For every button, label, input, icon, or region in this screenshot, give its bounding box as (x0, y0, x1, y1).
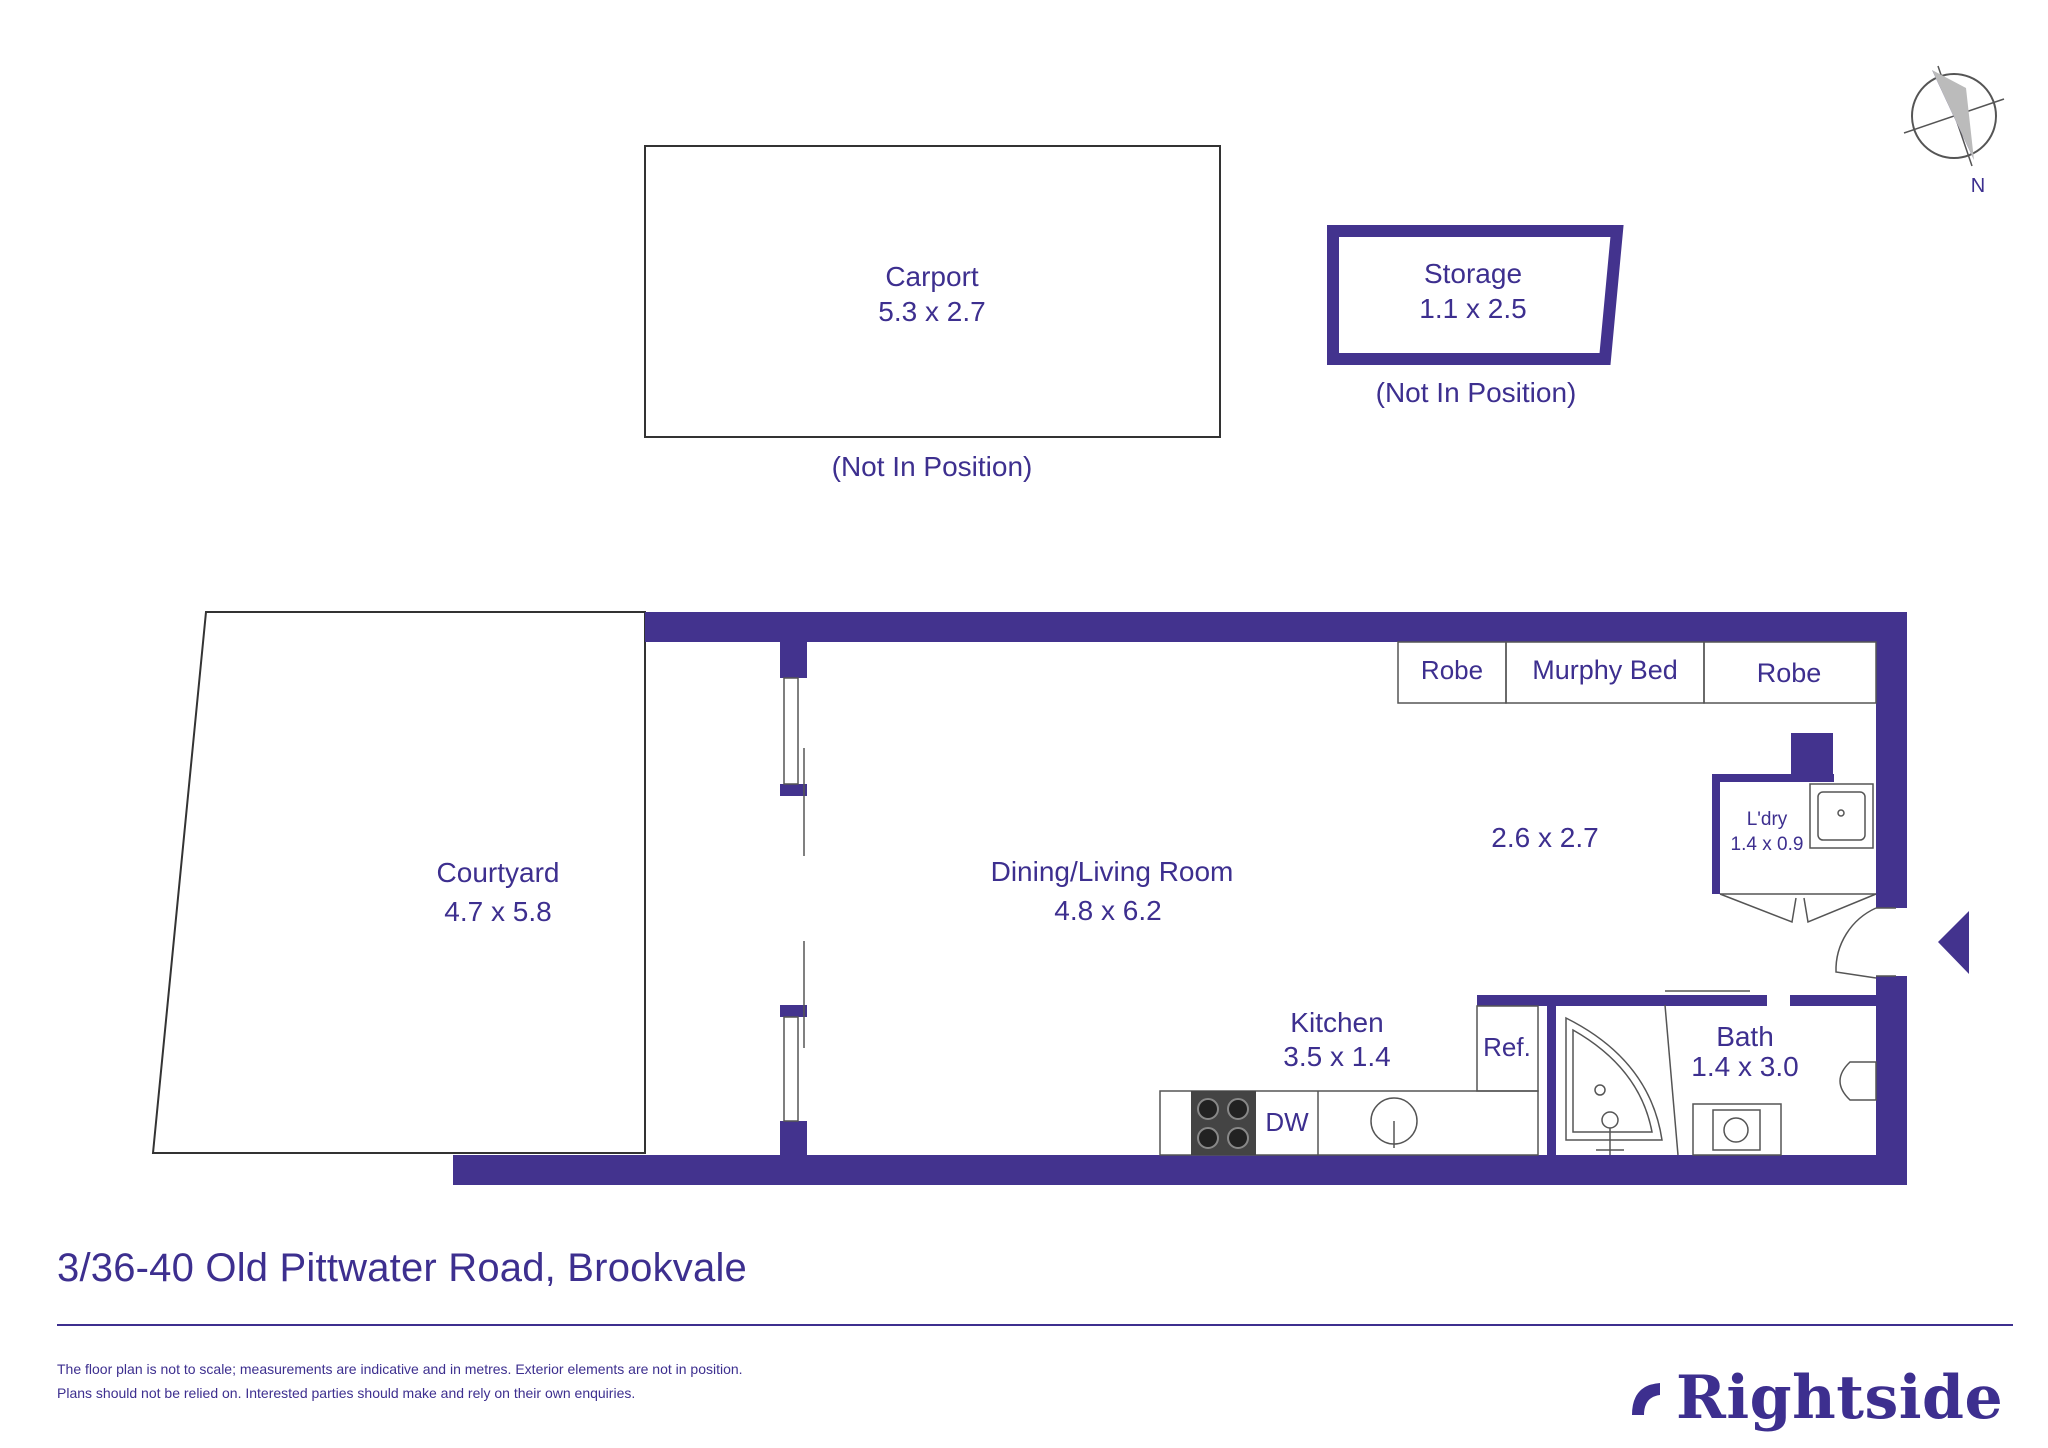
disclaimer-line-1: The floor plan is not to scale; measurem… (57, 1361, 743, 1377)
footer-divider (57, 1324, 2013, 1326)
vanity-box (1692, 1103, 1782, 1156)
wall-left-1 (780, 640, 807, 678)
laundry-tub-basin (1817, 791, 1866, 841)
sliding-doors (783, 677, 805, 1122)
compass: N (1903, 65, 2005, 197)
brand-logo: Rightside (1626, 1358, 2003, 1438)
kitchen-counter (1159, 1090, 1539, 1156)
robe-right-box (1703, 641, 1877, 704)
kitchen-dims: 3.5 x 1.4 (1283, 1041, 1390, 1072)
cooktop-burner-2 (1227, 1098, 1249, 1120)
bath-dims: 1.4 x 3.0 (1691, 1051, 1798, 1082)
compass-north-label: N (1971, 175, 1985, 197)
cooktop-burner-1 (1197, 1098, 1219, 1120)
brand-mark-icon (1632, 1383, 1660, 1415)
bath-partition (1664, 1004, 1679, 1156)
sliding-door-upper (783, 677, 799, 785)
toilet-icon (1839, 1061, 1877, 1101)
vanity-basin (1712, 1109, 1761, 1151)
bedroom-area-dims: 2.6 x 2.7 (1491, 822, 1598, 853)
wall-bath-top-left (1477, 995, 1767, 1006)
carport-dims: 5.3 x 2.7 (878, 296, 985, 327)
robe-right-label: Robe (1757, 658, 1822, 688)
property-address: 3/36-40 Old Pittwater Road, Brookvale (57, 1246, 747, 1290)
wall-laundry-top (1712, 774, 1834, 782)
compass-ring (1911, 73, 1997, 159)
wall-bath-top-right (1790, 995, 1878, 1006)
disclaimer-line-2: Plans should not be relied on. Intereste… (57, 1385, 636, 1401)
kitchen-name: Kitchen (1290, 1007, 1383, 1038)
storage-note: (Not In Position) (1376, 377, 1577, 408)
wall-bottom (453, 1155, 1907, 1185)
cooktop-icon (1191, 1091, 1256, 1155)
shower-head-icon (1594, 1084, 1606, 1096)
courtyard-dims: 4.7 x 5.8 (444, 896, 551, 927)
brand-wordmark: Rightside (1676, 1363, 2004, 1433)
wall-right-lower (1876, 976, 1907, 1184)
cooktop-burner-3 (1197, 1127, 1219, 1149)
laundry-fixtures (1719, 783, 1877, 924)
laundry-dims: 1.4 x 0.9 (1731, 834, 1804, 855)
storage-outline (1327, 225, 1624, 365)
refrigerator-label: Ref. (1483, 1032, 1531, 1062)
refrigerator-box (1476, 1005, 1539, 1092)
cooktop-burner-4 (1227, 1127, 1249, 1149)
robe-cabinets (1397, 641, 1877, 704)
carport-name: Carport (885, 261, 979, 292)
dining-living-dims: 4.8 x 6.2 (1054, 895, 1161, 926)
storage-name: Storage (1424, 258, 1522, 289)
courtyard-name: Courtyard (437, 857, 560, 888)
kitchen-bench (1159, 1005, 1539, 1156)
storage-dims: 1.1 x 2.5 (1419, 293, 1526, 324)
wall-bath-left (1547, 995, 1556, 1160)
murphy-bed-label: Murphy Bed (1532, 655, 1678, 685)
wall-top (645, 612, 1907, 642)
shower-tray (1572, 1028, 1653, 1133)
walls (453, 612, 1907, 1185)
wall-left-2 (780, 784, 807, 796)
wall-left-3 (780, 1005, 807, 1017)
laundry-drain-icon (1837, 809, 1845, 817)
laundry-door-right-icon (1803, 893, 1877, 924)
shower-drain-icon (1601, 1111, 1619, 1129)
carport-note: (Not In Position) (832, 451, 1033, 482)
sliding-door-lower (783, 1016, 799, 1122)
laundry-tub (1809, 783, 1874, 849)
wall-right-upper (1876, 612, 1907, 908)
bath-name: Bath (1716, 1021, 1774, 1052)
dining-living-name: Dining/Living Room (991, 856, 1234, 887)
dishwasher-label: DW (1265, 1107, 1309, 1137)
wall-laundry-left (1712, 774, 1720, 894)
vanity-basin-icon (1723, 1117, 1749, 1143)
compass-needle-shade (1932, 70, 1974, 160)
entry-arrow-icon (1938, 911, 1969, 974)
wall-laundry-nib (1791, 733, 1833, 777)
shower-screen (1565, 1016, 1663, 1141)
bath-fixtures (1565, 990, 1877, 1156)
laundry-door-left-icon (1719, 893, 1797, 924)
entry-door-swing-icon (1835, 907, 1877, 979)
carport-outline (644, 145, 1221, 438)
laundry-name: L'dry (1747, 809, 1788, 830)
robe-left-label: Robe (1421, 655, 1483, 685)
wall-left-4 (780, 1121, 807, 1157)
courtyard-outline (151, 611, 646, 1154)
entry-door (1835, 907, 1969, 979)
